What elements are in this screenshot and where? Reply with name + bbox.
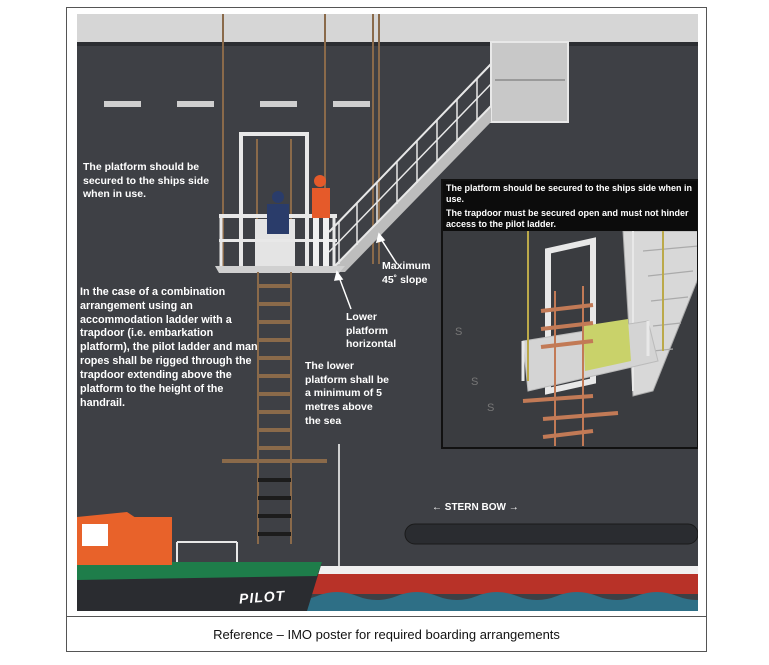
combination-note: In the case of a combination arrangement… <box>80 286 258 409</box>
inset-secured-note: The platform should be secured to the sh… <box>446 183 693 205</box>
inset-trapdoor-note: The trapdoor must be secured open and mu… <box>446 208 689 230</box>
pilot-ladder <box>222 272 327 544</box>
deck-opening <box>490 41 569 123</box>
hull-vent <box>104 101 141 107</box>
lower-platform-horizontal-label: Lower platform horizontal <box>346 311 397 351</box>
inset-platform-illustration: S S S <box>443 231 697 447</box>
direction-indicator: ← STERN BOW → <box>432 502 519 513</box>
accommodation-ladder <box>328 63 492 273</box>
stern-label: STERN <box>444 502 479 513</box>
hull-vent <box>333 101 370 107</box>
lower-platform-height-label: The lower platform shall be a minimum of… <box>305 360 390 427</box>
figure-caption: Reference – IMO poster for required boar… <box>213 627 560 642</box>
svg-text:S: S <box>471 376 478 388</box>
pilot-boat-label: PILOT <box>238 587 286 607</box>
inset-panel: The platform should be secured to the sh… <box>441 179 698 449</box>
svg-text:S: S <box>455 326 462 338</box>
imo-poster: The platform should be secured to the sh… <box>77 14 698 611</box>
rubbing-strake <box>404 523 698 545</box>
hull-vent <box>260 101 297 107</box>
crew-member-icon <box>267 191 289 234</box>
upper-deck <box>77 14 698 42</box>
caption-divider <box>66 616 707 617</box>
hull-vent <box>177 101 214 107</box>
max-slope-label: Maximum 45˚ slope <box>382 260 431 286</box>
svg-text:S: S <box>487 402 494 414</box>
arrow-left-icon: ← <box>432 502 442 513</box>
pilot-boat <box>77 512 322 611</box>
secured-side-note: The platform should be secured to the sh… <box>83 161 210 201</box>
arrow-right-icon: → <box>508 502 519 513</box>
crew-member-icon <box>312 175 330 266</box>
bow-label: BOW <box>481 502 506 513</box>
